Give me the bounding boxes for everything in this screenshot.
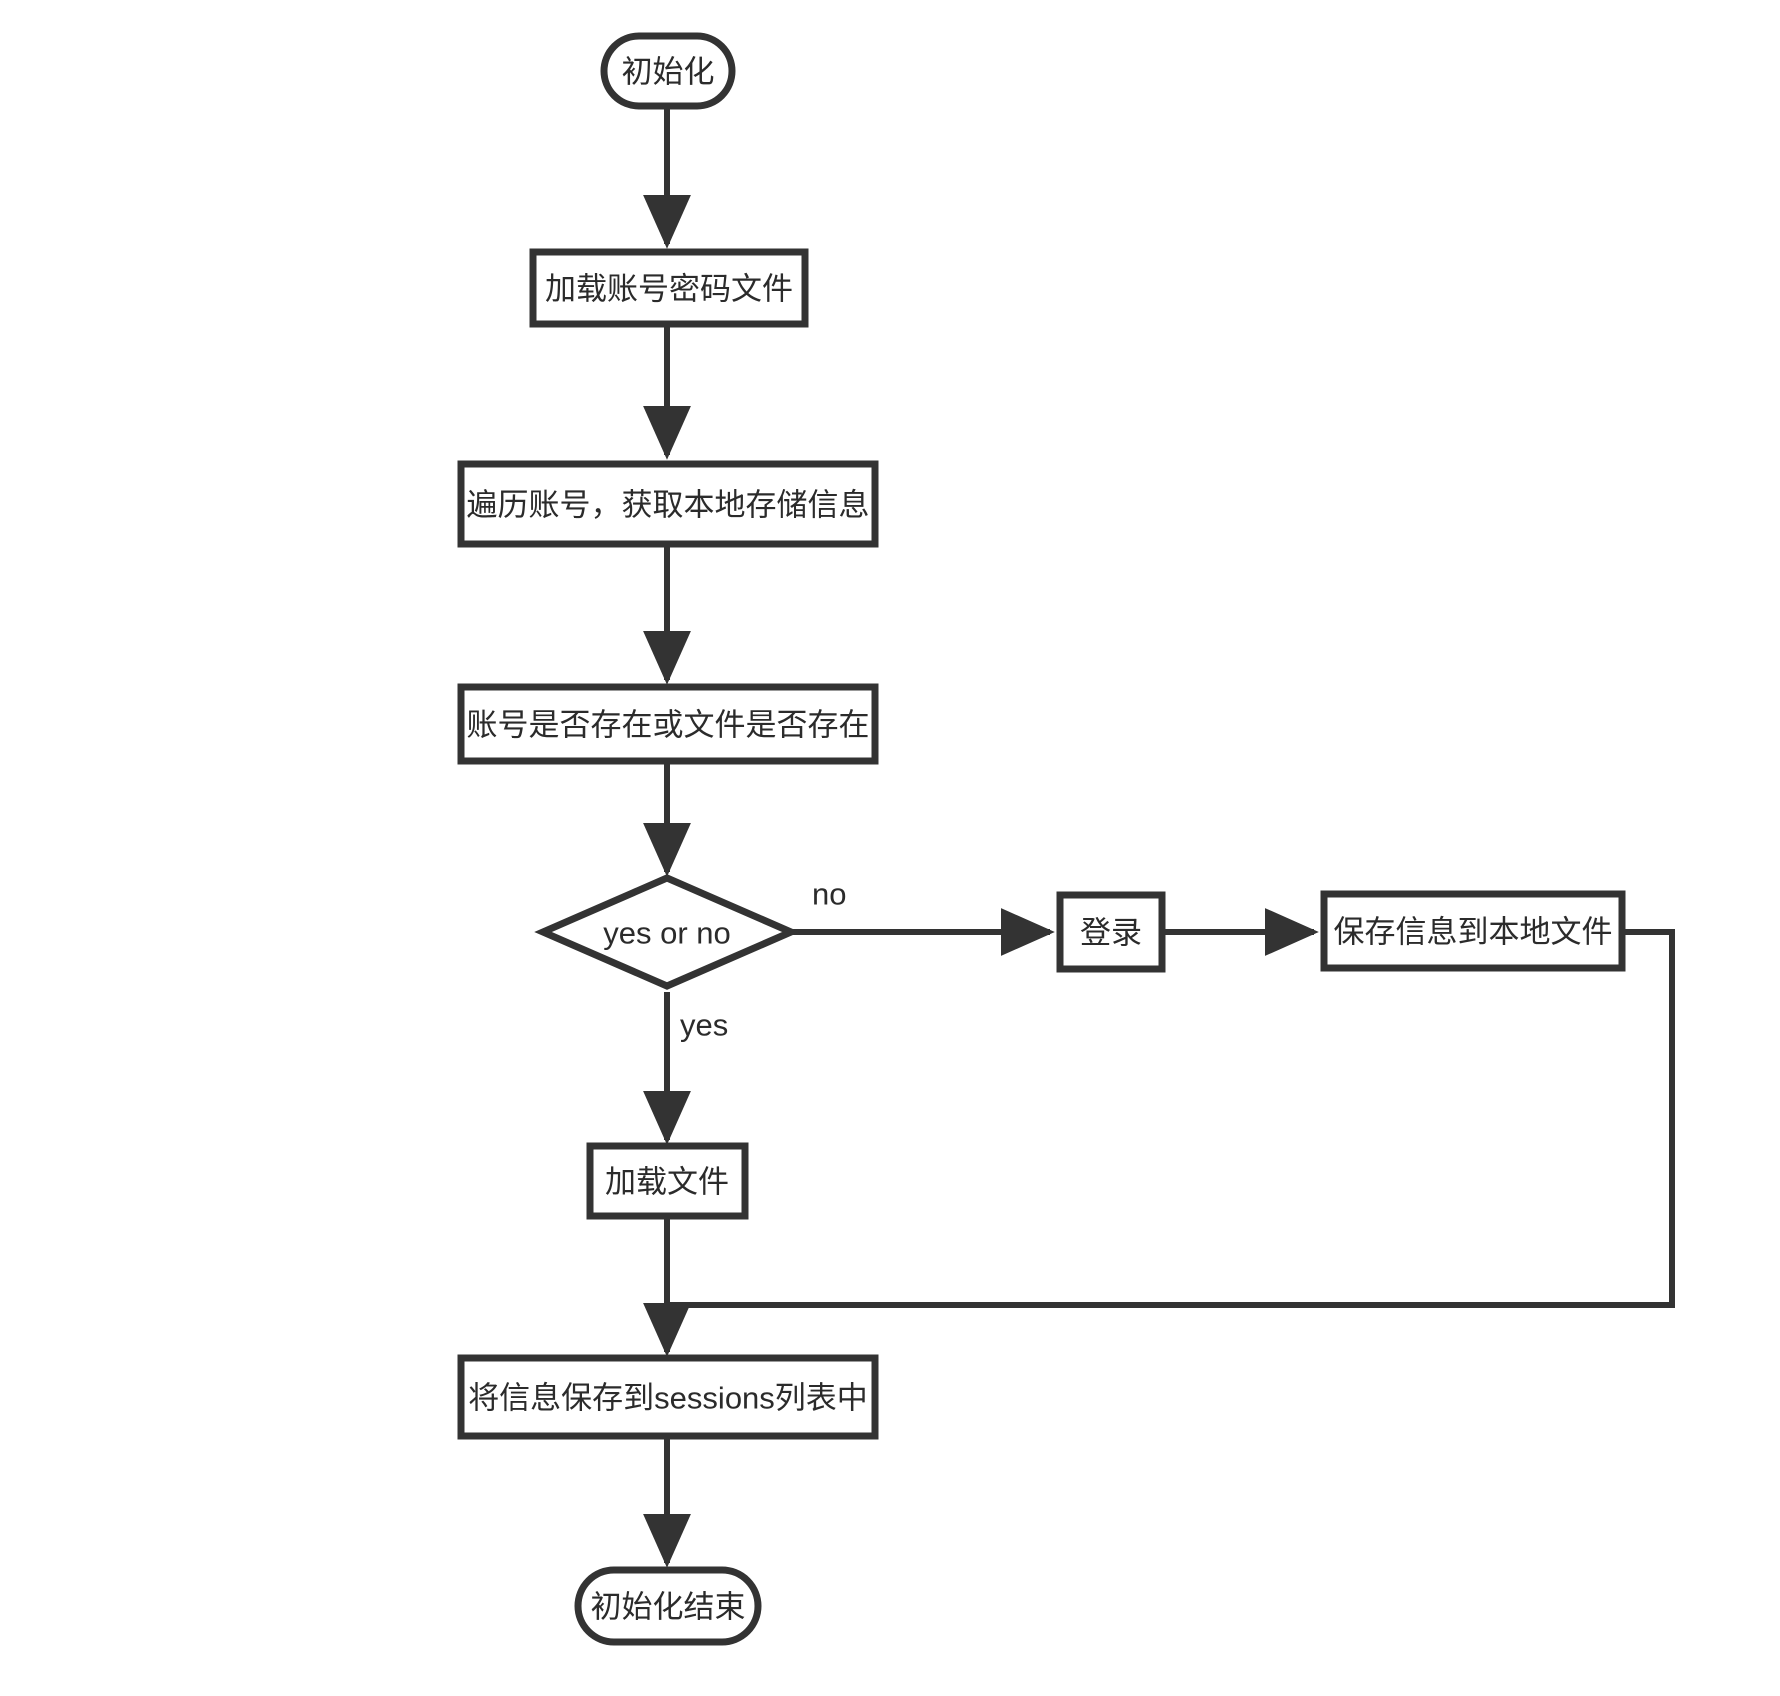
node-decision[interactable]: yes or no (534, 874, 800, 990)
node-decision-label: yes or no (603, 916, 731, 951)
node-check[interactable]: 账号是否存在或文件是否存在 (457, 683, 879, 765)
node-login-label: 登录 (1080, 916, 1142, 951)
edge-layer (643, 107, 1675, 1568)
node-start[interactable]: 初始化 (600, 32, 736, 110)
node-check-label: 账号是否存在或文件是否存在 (467, 708, 870, 743)
node-iterate[interactable]: 遍历账号，获取本地存储信息 (457, 460, 879, 548)
node-load-file[interactable]: 加载文件 (586, 1142, 749, 1220)
edge-label-yes: yes (680, 1008, 728, 1043)
node-load-creds-label: 加载账号密码文件 (545, 272, 793, 307)
edge-label-no: no (812, 877, 846, 912)
node-sessions[interactable]: 将信息保存到sessions列表中 (457, 1354, 879, 1440)
edge-save-local-loopback-to-sessions (670, 929, 1675, 1308)
node-save-local[interactable]: 保存信息到本地文件 (1320, 890, 1626, 972)
node-save-local-label: 保存信息到本地文件 (1334, 915, 1613, 950)
node-end-label: 初始化结束 (591, 1590, 746, 1625)
node-end[interactable]: 初始化结束 (574, 1566, 762, 1646)
node-start-label: 初始化 (622, 55, 715, 90)
node-load-creds[interactable]: 加载账号密码文件 (529, 248, 809, 328)
node-load-file-label: 加载文件 (605, 1165, 729, 1200)
edge-label-layer: no yes (680, 877, 846, 1043)
node-login[interactable]: 登录 (1056, 891, 1166, 973)
node-layer: 初始化 加载账号密码文件 遍历账号，获取本地存储信息 账号是否存在或文件是否存在… (457, 32, 1626, 1646)
node-iterate-label: 遍历账号，获取本地存储信息 (467, 488, 870, 523)
node-sessions-label: 将信息保存到sessions列表中 (468, 1381, 868, 1416)
